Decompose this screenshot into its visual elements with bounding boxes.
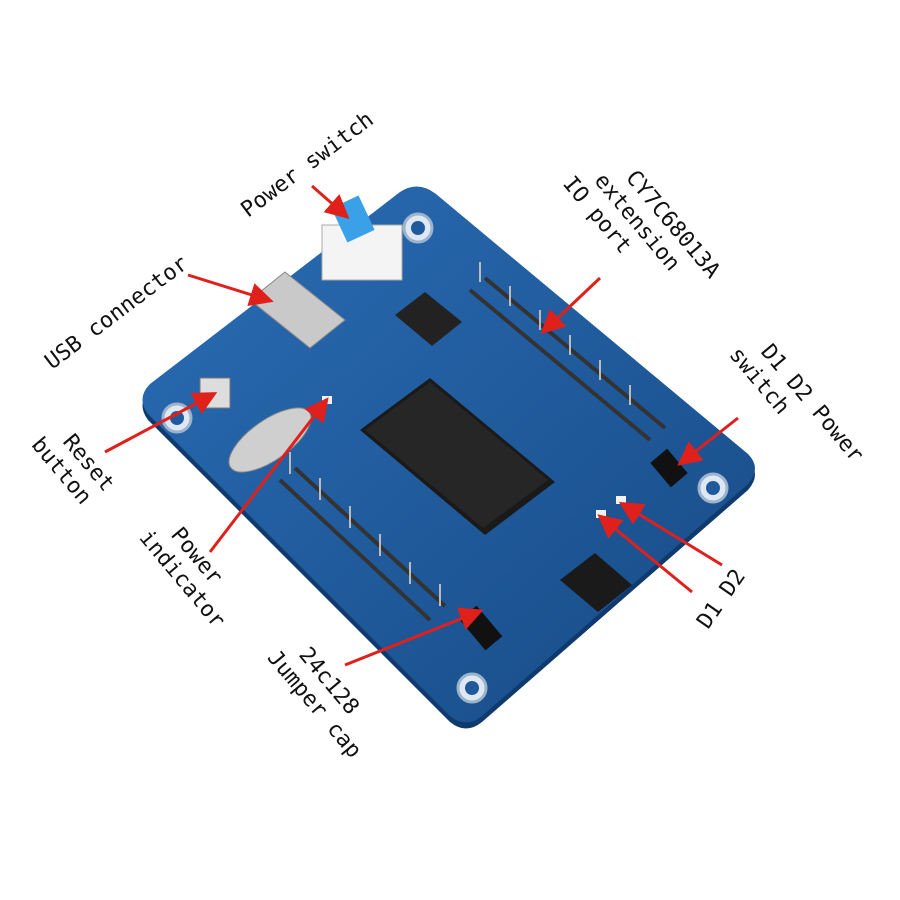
- arrow-power-switch: [311, 184, 350, 219]
- annotation-arrows: [104, 184, 739, 667]
- reset-button[interactable]: [199, 377, 231, 409]
- arrow-usb: [187, 273, 274, 307]
- arrow-d2: [618, 501, 723, 567]
- arrow-io-port: [540, 276, 602, 335]
- label-reset-button: Reset button: [26, 430, 119, 510]
- eeprom-chip: [560, 553, 632, 612]
- label-d1-d2: D1 D2: [692, 565, 750, 634]
- label-jumper-cap: 24c128 Jumper cap: [262, 643, 366, 763]
- arrow-d1: [597, 514, 693, 594]
- arrow-jumper: [344, 607, 484, 667]
- label-usb-connector: USB connector: [41, 251, 194, 375]
- voltage-regulator: [395, 292, 462, 346]
- led-d1: [596, 510, 606, 518]
- arrow-power-indicator: [208, 397, 329, 553]
- cy7c68013a-chip: [360, 378, 555, 535]
- io-pin-header-right-pins: [479, 262, 631, 405]
- io-pin-header-right: [468, 276, 667, 442]
- d1d2-jumper[interactable]: [650, 448, 688, 488]
- label-power-indicator: Power indicator: [134, 523, 230, 633]
- led-d2: [616, 496, 626, 504]
- label-io-port: CY7C68013A extension IO port: [557, 166, 724, 284]
- arrow-reset: [104, 392, 218, 454]
- usb-connector[interactable]: [249, 271, 346, 349]
- arrow-d1d2-power: [677, 416, 739, 466]
- io-pin-header-left-pins: [289, 452, 441, 606]
